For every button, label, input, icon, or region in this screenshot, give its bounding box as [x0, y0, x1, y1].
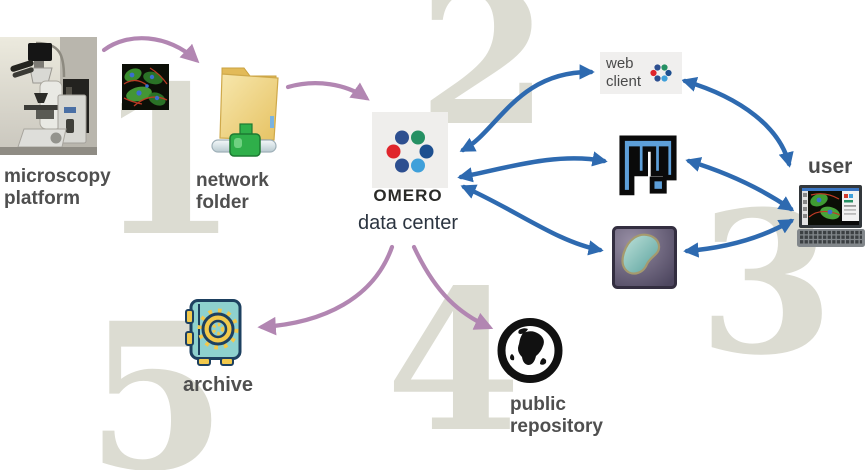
network-folder-label: network folder — [196, 170, 269, 213]
microscopy-platform-label: microscopy platform — [4, 166, 111, 209]
user-label: user — [808, 155, 853, 178]
link-omero-webclient — [459, 64, 595, 153]
arrow-omero-to-repository — [411, 244, 494, 330]
user-laptop — [797, 185, 865, 252]
link-omero-cell-app — [460, 184, 604, 256]
mu-software-icon — [614, 130, 682, 203]
globe-icon — [497, 318, 564, 389]
step-number-4: 4 — [386, 247, 521, 470]
arrow-folder-to-omero — [285, 81, 370, 101]
omero-logo-icon — [372, 112, 448, 188]
arrow-omero-to-archive — [257, 244, 395, 336]
web-client-box: web client — [600, 52, 682, 94]
link-cell-app-user — [683, 218, 795, 258]
network-folder-icon — [210, 60, 288, 169]
omero-subtitle: data center — [357, 212, 459, 234]
fluorescence-image — [122, 64, 169, 115]
link-omero-mu-app — [457, 151, 608, 183]
web-client-label: web client — [606, 55, 642, 90]
omero-title: OMERO — [373, 186, 443, 205]
microscope-photo — [0, 37, 97, 160]
link-webclient-user — [681, 76, 794, 168]
link-mu-app-user — [685, 157, 795, 212]
archive-label: archive — [183, 374, 254, 396]
omero-dots-icon — [650, 64, 672, 82]
cell-blob-software-icon — [612, 226, 677, 294]
public-repository-label: public repository — [510, 394, 603, 437]
archive-safe-icon — [184, 298, 244, 375]
arrow-microscope-to-folder — [101, 36, 200, 64]
